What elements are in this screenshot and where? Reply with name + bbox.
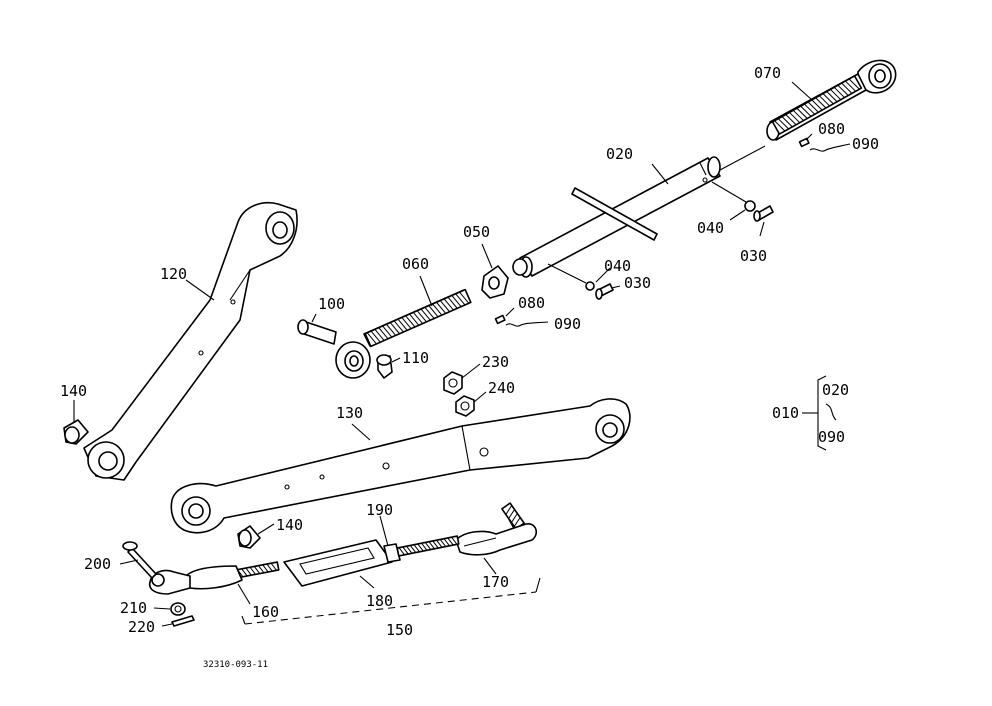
label-120: 120 [160, 265, 187, 283]
pin-080-mid [494, 314, 506, 325]
label-170: 170 [482, 573, 509, 591]
pin-090-top [809, 143, 851, 152]
label-060: 060 [402, 255, 429, 273]
label-090-top: 090 [852, 135, 879, 153]
label-080-top: 080 [818, 120, 845, 138]
label-030-left: 030 [624, 274, 651, 292]
label-150: 150 [386, 621, 413, 639]
label-130: 130 [336, 404, 363, 422]
label-040-left: 040 [604, 257, 631, 275]
bolt-030-left [595, 283, 614, 300]
pin-140-right [237, 525, 261, 549]
label-040-right: 040 [697, 219, 724, 237]
label-090-legend: 090 [818, 428, 845, 446]
label-100: 100 [318, 295, 345, 313]
label-110: 110 [402, 349, 429, 367]
washer-040-right [744, 200, 756, 212]
check-chain-150 [148, 502, 541, 625]
washer-040-left [585, 281, 595, 291]
part-labels: 070 080 090 020 040 030 050 060 040 030 … [60, 64, 879, 670]
nut-230 [443, 371, 463, 395]
tube-020 [519, 145, 766, 278]
label-190: 190 [366, 501, 393, 519]
rod-end-070 [766, 59, 897, 141]
label-160: 160 [252, 603, 279, 621]
label-070: 070 [754, 64, 781, 82]
bolt-200 [122, 541, 157, 579]
label-010: 010 [772, 404, 799, 422]
nut-240 [455, 395, 475, 417]
label-030-right: 030 [740, 247, 767, 265]
label-090-mid: 090 [554, 315, 581, 333]
drawing-code: 32310-093-11 [203, 660, 268, 670]
lynch-pin-110 [376, 354, 393, 379]
nut-050 [481, 258, 528, 299]
washer-210 [170, 602, 186, 616]
label-210: 210 [120, 599, 147, 617]
group-bracket-010 [817, 375, 837, 451]
pin-140-left [63, 419, 89, 445]
label-230: 230 [482, 353, 509, 371]
pin-220 [171, 615, 195, 627]
label-020-legend: 020 [822, 381, 849, 399]
label-050: 050 [463, 223, 490, 241]
lift-rod-120 [83, 202, 298, 481]
label-180: 180 [366, 592, 393, 610]
threaded-eye-060 [335, 288, 472, 379]
label-140-right: 140 [276, 516, 303, 534]
lower-link-130 [170, 398, 631, 534]
label-200: 200 [84, 555, 111, 573]
label-240: 240 [488, 379, 515, 397]
pin-100 [297, 319, 337, 345]
label-020: 020 [606, 145, 633, 163]
pin-090-mid [505, 321, 549, 327]
label-080-mid: 080 [518, 294, 545, 312]
leader-lines [73, 81, 818, 627]
label-220: 220 [128, 618, 155, 636]
pin-080-top [798, 137, 810, 148]
label-140-left: 140 [60, 382, 87, 400]
bolt-030-right [753, 205, 774, 222]
